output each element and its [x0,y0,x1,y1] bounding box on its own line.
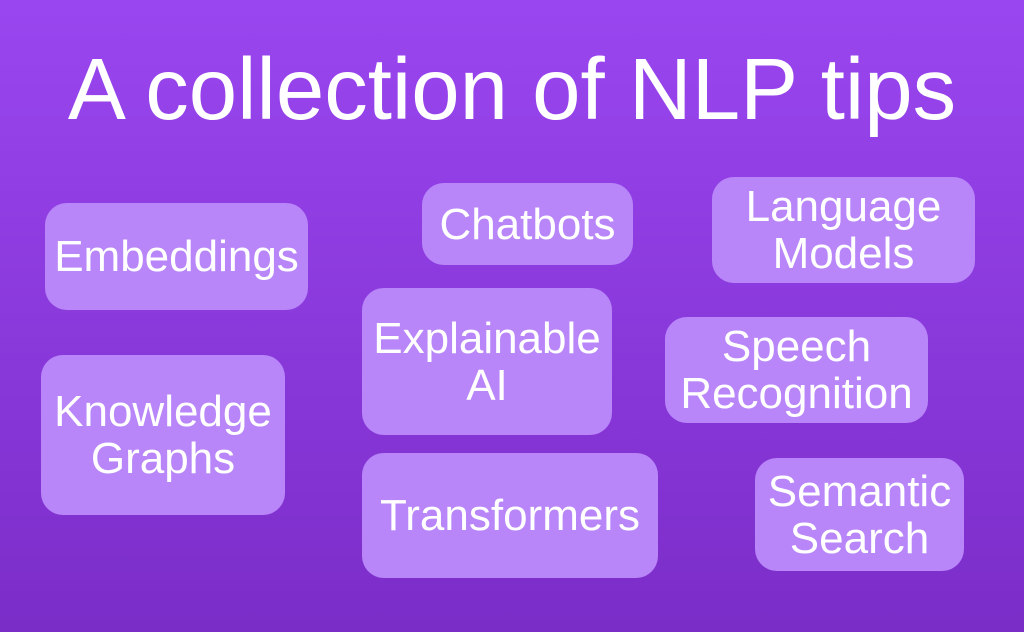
card-explainable-ai: Explainable AI [362,288,612,435]
card-chatbots-label: Chatbots [439,199,616,249]
card-chatbots: Chatbots [422,183,633,265]
card-semantic-search: Semantic Search [755,458,964,571]
page-title: A collection of NLP tips [67,41,957,138]
card-speech-recognition: Speech Recognition [665,317,928,423]
card-speech-recognition-label: Speech Recognition [680,322,913,418]
card-embeddings: Embeddings [45,203,308,310]
card-embeddings-label: Embeddings [54,232,299,281]
card-language-models-label: Language Models [745,182,942,278]
card-semantic-search-label: Semantic Search [767,466,952,563]
card-knowledge-graphs-label: Knowledge Graphs [54,387,272,483]
card-language-models: Language Models [712,177,975,283]
card-knowledge-graphs: Knowledge Graphs [41,355,285,515]
card-explainable-ai-label: Explainable AI [373,313,601,410]
card-transformers: Transformers [362,453,658,578]
card-transformers-label: Transformers [380,491,640,540]
